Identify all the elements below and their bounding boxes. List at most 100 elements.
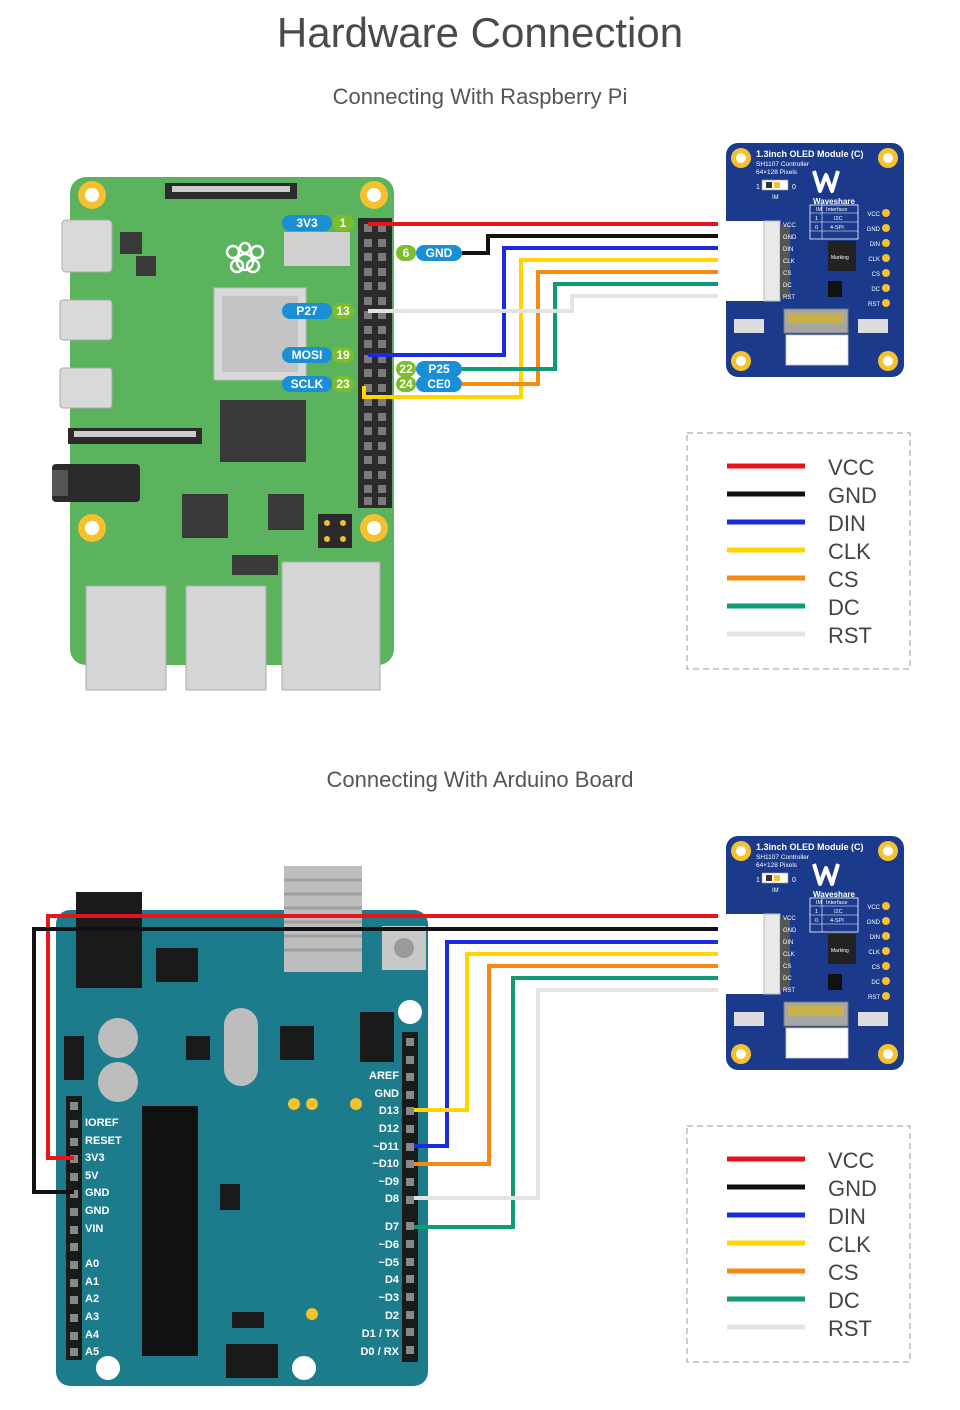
module-connector-rst: RST [783, 988, 795, 994]
gpio-pin-grid [364, 224, 386, 505]
legend-cs: CS [828, 567, 859, 592]
module-pin-rst: RST [868, 302, 880, 308]
arduino-wire-clk [414, 952, 718, 1112]
module-connector-din: DIN [783, 940, 793, 946]
module-table-row2-im: 0 [815, 918, 818, 924]
arduino-pin-gnd1: GND [85, 1187, 110, 1199]
arduino-section-subtitle: Connecting With Arduino Board [327, 767, 634, 792]
module-table-row1-if: I2C [834, 216, 843, 222]
arduino-wires [32, 914, 718, 1229]
module-connector-cs: CS [783, 964, 791, 970]
legend-gnd: GND [828, 483, 877, 508]
pin-badge-mosi-name: MOSI [292, 348, 323, 362]
module-chip-label: Marking [831, 255, 849, 261]
pin-badge-3v3-name: 3V3 [296, 216, 318, 230]
module-table-row1-im: 1 [815, 909, 818, 915]
legend-rst: RST [828, 1316, 872, 1341]
arduino-pin-gnd-r: GND [375, 1088, 400, 1100]
arduino-pin-d4: D4 [385, 1274, 400, 1286]
arduino-pin-d11: ~D11 [373, 1141, 399, 1153]
module-connector-clk: CLK [783, 952, 795, 958]
oled-module-rpi: 1.3inch OLED Module (C) SH1107 Controlle… [724, 141, 906, 379]
pin-badge-mosi-num: 19 [336, 348, 350, 362]
module-table-header-im: IM [816, 900, 823, 906]
module-connector-gnd: GND [783, 235, 797, 241]
arduino-pin-d2: D2 [385, 1310, 399, 1322]
page-title: Hardware Connection [277, 9, 683, 56]
module-jumper-1: 1 [756, 184, 760, 191]
arduino-pin-a5: A5 [85, 1346, 99, 1358]
pin-badge-gnd-num: 6 [403, 246, 410, 260]
arduino-pin-reset: RESET [85, 1135, 122, 1147]
module-table-header-im: IM [816, 207, 823, 213]
arduino-wire-vcc [46, 914, 718, 1160]
legend-vcc: VCC [828, 1148, 875, 1173]
pin-badge-ce0: 24 CE0 [396, 376, 462, 392]
rpi-wires [362, 222, 718, 399]
pin-badge-3v3: 3V3 1 [282, 215, 354, 231]
module-connector-cs: CS [783, 271, 791, 277]
legend-cs: CS [828, 1260, 859, 1285]
module-table-row2-im: 0 [815, 225, 818, 231]
legend-din: DIN [828, 1204, 866, 1229]
module-connector-din: DIN [783, 247, 793, 253]
module-pin-clk: CLK [868, 950, 880, 956]
arduino-pin-d3: ~D3 [379, 1292, 400, 1304]
legend-din: DIN [828, 511, 866, 536]
module-pin-din: DIN [870, 935, 880, 941]
legend-rst: RST [828, 623, 872, 648]
arduino-pin-d12: D12 [379, 1123, 399, 1135]
arduino-wire-rst [414, 988, 718, 1200]
rpi-section-subtitle: Connecting With Raspberry Pi [333, 84, 628, 109]
module-table-row1-im: 1 [815, 216, 818, 222]
pin-badge-sclk-num: 23 [336, 377, 350, 391]
wire-rst [368, 294, 718, 313]
pin-badge-p25-name: P25 [428, 362, 450, 376]
module-brand: Waveshare [813, 197, 856, 206]
arduino-pin-d1: D1 / TX [362, 1328, 400, 1340]
pin-badge-sclk-name: SCLK [291, 377, 324, 391]
legend-dc: DC [828, 1288, 860, 1313]
arduino-pin-5v: 5V [85, 1170, 99, 1182]
arduino-pin-gnd2: GND [85, 1205, 110, 1217]
module-pin-vcc: VCC [867, 905, 880, 911]
arduino-pin-d0: D0 / RX [360, 1346, 399, 1358]
module-connector-clk: CLK [783, 259, 795, 265]
module-pin-cs: CS [872, 272, 880, 278]
pin-badge-3v3-num: 1 [340, 216, 347, 230]
legend-gnd: GND [828, 1176, 877, 1201]
wire-clk [362, 258, 718, 399]
arduino-wire-din [414, 940, 718, 1148]
oled-module-arduino: 1.3inch OLED Module (C) SH1107 Controlle… [724, 834, 906, 1072]
arduino-pin-d10: ~D10 [372, 1158, 399, 1170]
module-pin-gnd: GND [867, 920, 881, 926]
module-table-header-interface: Interface [826, 900, 847, 906]
module-pin-rst: RST [868, 995, 880, 1001]
wire-dc [462, 282, 718, 371]
arduino-pin-d7: D7 [385, 1221, 399, 1233]
module-connector-dc: DC [783, 283, 792, 289]
pin-badge-p25-num: 22 [399, 362, 413, 376]
arduino-wire-gnd [32, 927, 718, 1194]
pin-badge-gnd: 6 GND [396, 245, 462, 261]
module-pin-clk: CLK [868, 257, 880, 263]
raspberry-logo-icon [225, 241, 265, 274]
pin-badge-ce0-name: CE0 [427, 377, 451, 391]
wire-din [368, 246, 718, 357]
arduino-pin-vin: VIN [85, 1223, 103, 1235]
pin-badge-p25: 22 P25 [396, 361, 462, 377]
module-im-label: IM [772, 195, 779, 201]
legend-vcc: VCC [828, 455, 875, 480]
raspberry-pi-board [52, 177, 394, 691]
module-pin-gnd: GND [867, 227, 881, 233]
module-connector-vcc: VCC [783, 223, 796, 229]
arduino-pin-d8: D8 [385, 1193, 399, 1205]
module-im-label: IM [772, 888, 779, 894]
module-jumper-0: 0 [792, 877, 796, 884]
module-pin-cs: CS [872, 965, 880, 971]
arduino-pin-3v3: 3V3 [85, 1152, 105, 1164]
module-connector-rst: RST [783, 295, 795, 301]
module-table-row2-if: 4-SPI [830, 918, 844, 924]
arduino-pin-a3: A3 [85, 1311, 99, 1323]
